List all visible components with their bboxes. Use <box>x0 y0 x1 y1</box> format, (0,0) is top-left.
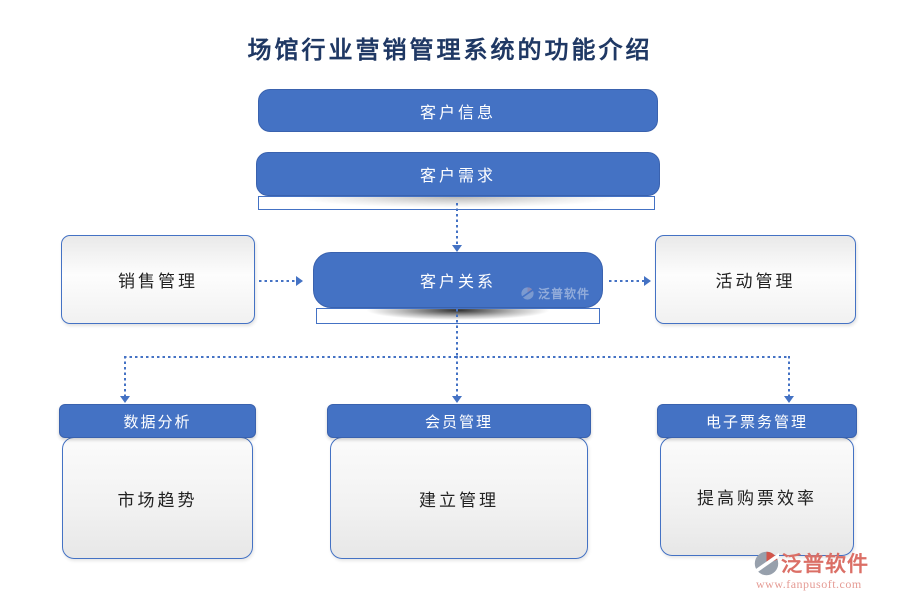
group-eticketing-body-label: 提高购票效率 <box>697 489 817 508</box>
watermark-logo: 泛普软件 <box>520 285 590 302</box>
group-member-management-header: 会员管理 <box>327 404 591 438</box>
dotted-connector-sales-relation <box>259 280 296 282</box>
arrowhead-right-icon <box>644 276 651 286</box>
node-customer-demand-label: 客户需求 <box>419 168 496 185</box>
node-sales-management: 销售管理 <box>61 235 255 324</box>
arrowhead-right-icon <box>296 276 303 286</box>
arrowhead-down-icon <box>452 245 462 252</box>
group-member-management-body-label: 建立管理 <box>419 490 499 510</box>
fanpu-logo-text: 泛普软件 <box>781 552 869 576</box>
dotted-connector-tree-left <box>124 356 126 397</box>
group-member-management-body: 建立管理 <box>330 437 588 559</box>
group-data-analysis-body: 市场趋势 <box>62 437 253 559</box>
group-member-management-header-label: 会员管理 <box>424 414 493 431</box>
shadow-strip-under-relation <box>316 308 600 324</box>
node-customer-info: 客户信息 <box>258 89 658 132</box>
dotted-connector-relation-tree <box>456 309 458 356</box>
arrowhead-down-icon <box>452 396 462 403</box>
group-data-analysis-body-label: 市场趋势 <box>117 490 198 510</box>
node-activity-management: 活动管理 <box>655 235 856 324</box>
fanpu-logo-icon <box>754 551 779 575</box>
diagram-title: 场馆行业营销管理系统的功能介绍 <box>247 38 653 64</box>
group-eticketing-body: 提高购票效率 <box>660 437 854 556</box>
dotted-connector-relation-activity <box>609 280 645 282</box>
arrowhead-down-icon <box>120 396 130 403</box>
node-customer-info-label: 客户信息 <box>419 104 496 122</box>
node-activity-management-label: 活动管理 <box>715 272 796 291</box>
node-sales-management-label: 销售管理 <box>118 272 198 291</box>
dotted-connector-tree-right <box>788 356 790 397</box>
group-eticketing-header: 电子票务管理 <box>657 404 857 438</box>
fanpu-logo-url: www.fanpusoft.com <box>756 577 862 591</box>
watermark-text: 泛普软件 <box>537 287 590 301</box>
node-customer-demand: 客户需求 <box>256 152 660 196</box>
node-customer-relation: 客户关系 泛普软件 <box>313 252 603 308</box>
group-eticketing-header-label: 电子票务管理 <box>705 414 808 431</box>
group-data-analysis-header-label: 数据分析 <box>123 414 192 431</box>
arrowhead-down-icon <box>784 396 794 403</box>
group-data-analysis-header: 数据分析 <box>59 404 256 438</box>
dotted-connector-tree-center <box>456 356 458 397</box>
node-customer-relation-label: 客户关系 <box>419 274 496 291</box>
watermark-logo-icon <box>520 287 534 300</box>
fanpu-logo: 泛普软件 www.fanpusoft.com <box>754 548 896 592</box>
dotted-connector-demand-relation <box>456 203 458 245</box>
